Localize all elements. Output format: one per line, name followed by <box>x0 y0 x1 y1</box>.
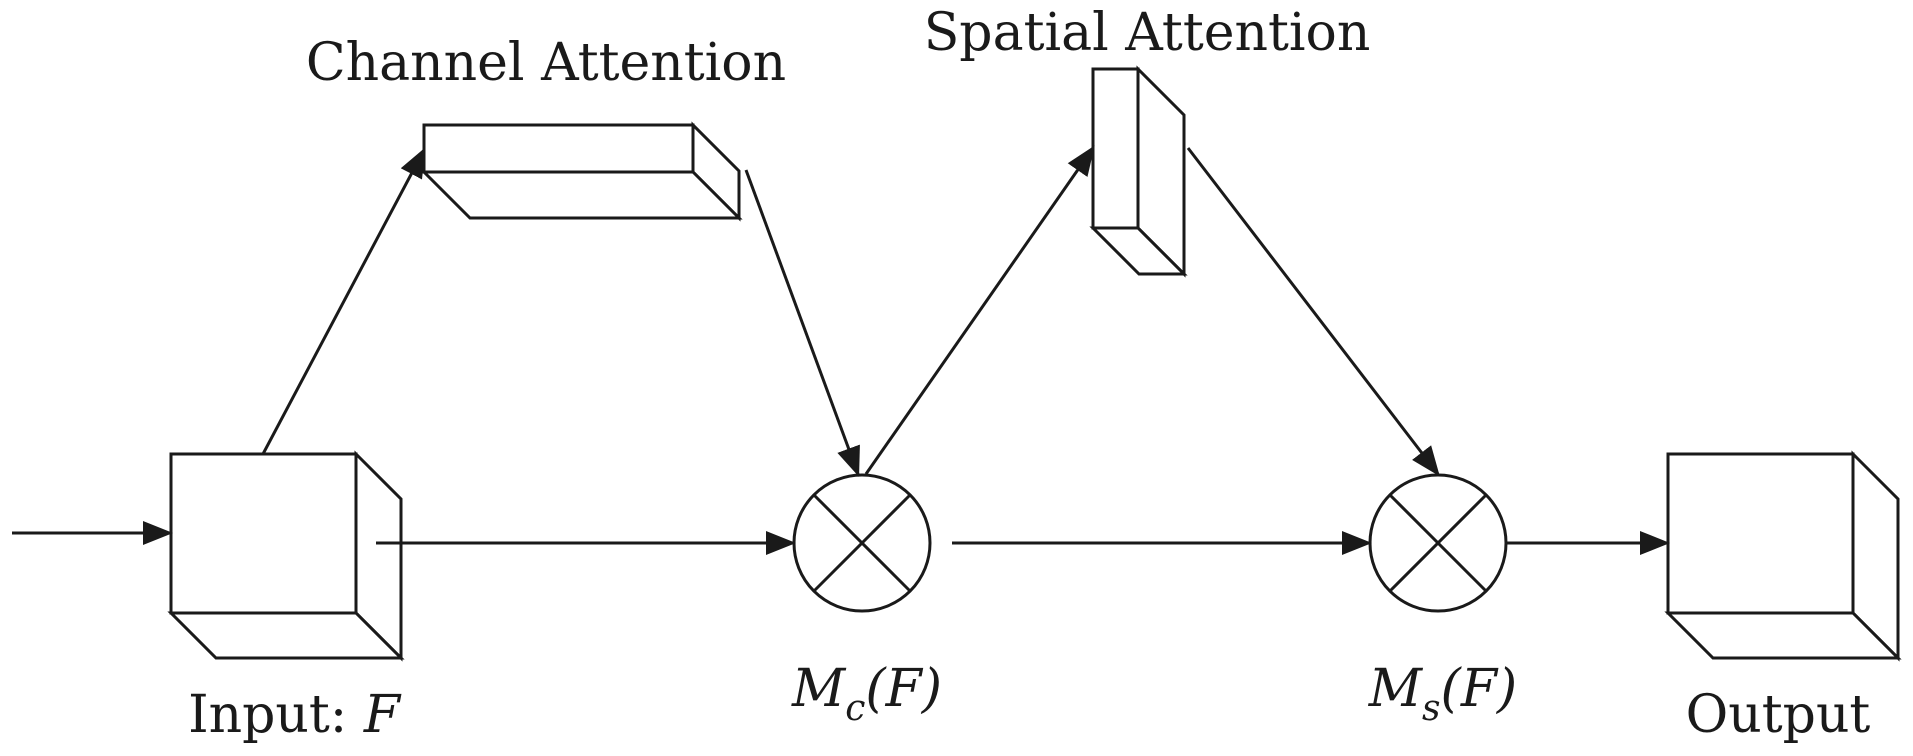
arrow-channel-to-mc <box>744 169 860 477</box>
spatial-attention-label: Spatial Attention <box>924 3 1371 63</box>
arrow-spatial-to-ms <box>1186 147 1440 477</box>
channel-multiply-node <box>792 473 932 613</box>
ms-label: Ms(F) <box>1368 659 1517 729</box>
arrow-mc-to-spatial <box>864 145 1095 475</box>
output-feature-cube <box>1664 450 1902 662</box>
channel-attention-block <box>420 121 743 222</box>
input-label: Input: F <box>188 685 402 745</box>
output-label: Output <box>1686 685 1871 745</box>
arrow-input-to-channel <box>261 147 426 455</box>
mc-label: Mc(F) <box>791 659 942 729</box>
spatial-attention-block <box>1089 65 1188 278</box>
channel-attention-label: Channel Attention <box>306 33 786 93</box>
arrows <box>12 145 1670 555</box>
spatial-multiply-node <box>1368 473 1508 613</box>
input-feature-cube <box>167 450 405 662</box>
